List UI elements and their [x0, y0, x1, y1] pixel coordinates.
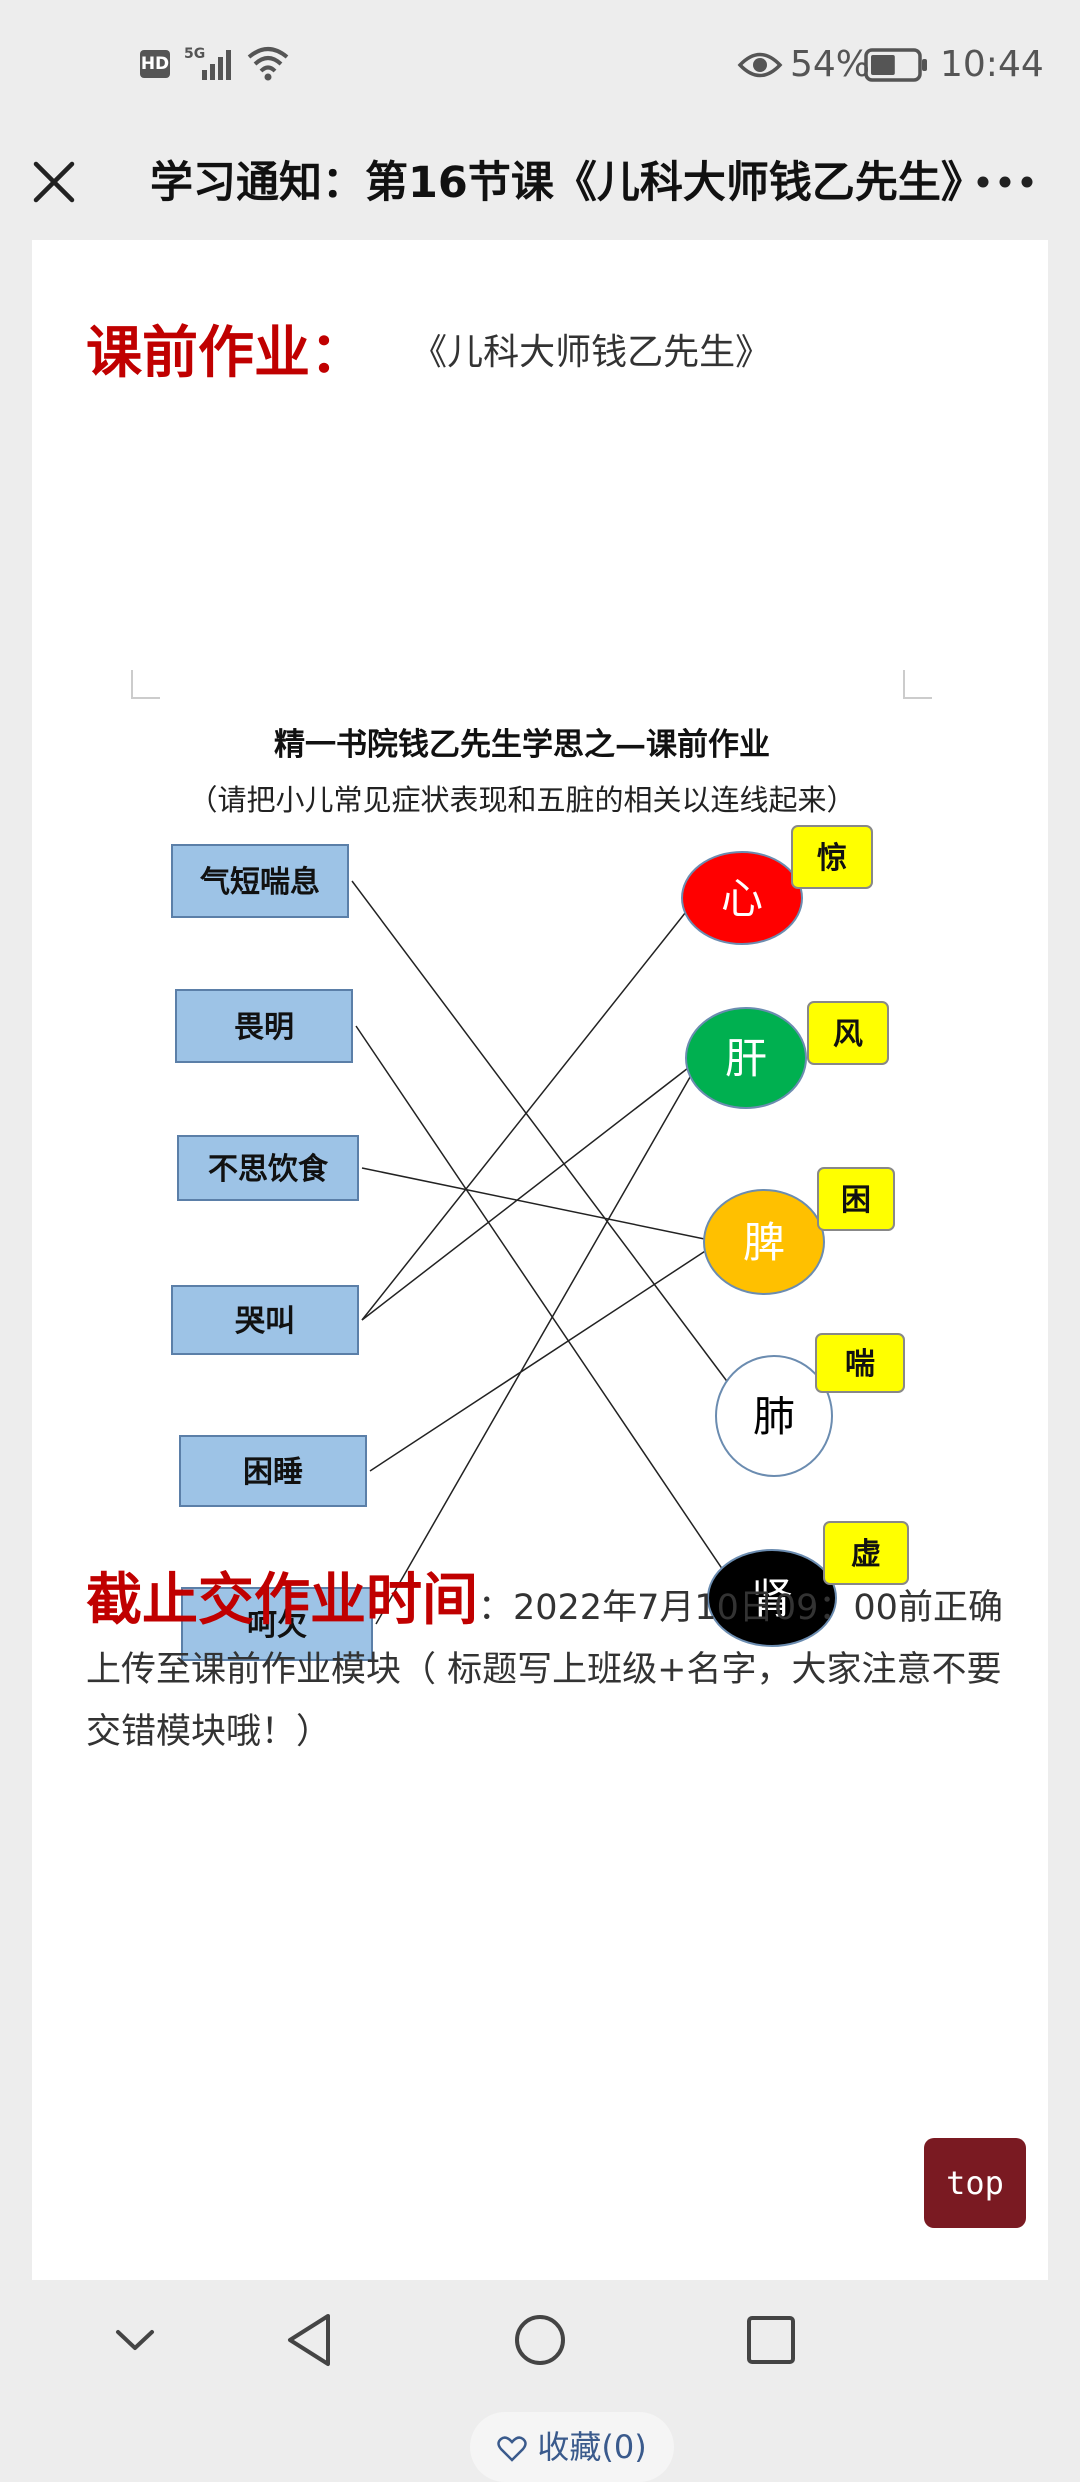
favorite-label: 收藏(0) — [537, 2428, 647, 2466]
homework-label: 课前作业： — [86, 321, 366, 386]
more-button[interactable] — [970, 152, 1040, 212]
more-icon — [977, 176, 1033, 188]
network-type: 5G — [184, 46, 205, 62]
organ-tag — [815, 1333, 905, 1393]
organ-label: 心 — [721, 874, 763, 923]
organ-tag-label: 风 — [833, 1017, 863, 1052]
organ-ellipse — [715, 1355, 833, 1477]
deadline-text: ：2022年7月10日09：00前正确上传至课前作业模块（ 标题写上班级+名字，… — [86, 1588, 1003, 1752]
organ-tag — [807, 1001, 889, 1065]
deadline-paragraph: 截止交作业时间：2022年7月10日09：00前正确上传至课前作业模块（ 标题写… — [86, 1570, 1026, 1763]
home-circle-icon[interactable] — [512, 2310, 568, 2370]
homework-heading: 课前作业： 《儿科大师钱乙先生》 — [86, 308, 771, 389]
wifi-icon — [246, 44, 290, 86]
organ-tag-label: 虚 — [851, 1537, 881, 1572]
symptom-label: 呵欠 — [247, 1608, 307, 1643]
symptom-box — [171, 1285, 359, 1355]
organ-tag-label: 喘 — [845, 1347, 875, 1382]
symptom-label: 畏明 — [234, 1010, 294, 1045]
figure-subtitle: （请把小儿常见症状表现和五脏的相关以连线起来） — [188, 783, 855, 817]
symptom-label: 气短喘息 — [200, 865, 320, 900]
eye-icon — [737, 50, 783, 84]
signal-icon: 5G — [184, 46, 238, 86]
battery-fill — [871, 55, 895, 75]
deadline-label: 截止交作业时间 — [86, 1568, 478, 1633]
organ-label: 脾 — [743, 1218, 785, 1267]
scroll-top-button[interactable]: top — [924, 2138, 1026, 2228]
symptom-box — [171, 844, 349, 918]
clock: 10:44 — [940, 44, 1044, 85]
battery-percent: 54% — [790, 44, 871, 85]
homework-figure: 精一书院钱乙先生学思之—课前作业 （请把小儿常见症状表现和五脏的相关以连线起来）… — [92, 430, 952, 1730]
symptom-box — [175, 989, 353, 1063]
heart-icon — [497, 2436, 527, 2462]
organ-tag — [791, 825, 873, 889]
symptom-box — [179, 1435, 367, 1507]
page-title: 学习通知：第16节课《儿科大师钱乙先生》 — [150, 158, 984, 208]
organ-ellipse — [685, 1007, 807, 1109]
organ-ellipse — [703, 1189, 825, 1295]
symptom-label: 不思饮食 — [208, 1152, 329, 1187]
hd-badge: HD — [140, 50, 170, 78]
organ-tag-label: 困 — [841, 1183, 871, 1218]
chevron-down-icon[interactable] — [110, 2310, 160, 2370]
symptom-label: 哭叫 — [235, 1304, 295, 1339]
system-nav-bar — [0, 2280, 1080, 2400]
connection-line — [375, 1057, 702, 1625]
organ-tag — [823, 1521, 909, 1585]
article-body: 课前作业： 《儿科大师钱乙先生》 精一书院钱乙先生学思之—课前作业 （请把小儿常… — [32, 240, 1048, 2482]
status-bar: HD 5G 54% 10:44 — [0, 0, 1080, 130]
close-button[interactable] — [24, 152, 84, 212]
symptom-box — [181, 1587, 373, 1661]
connection-line — [351, 880, 732, 1387]
organ-label: 肾 — [751, 1574, 793, 1623]
figure-title: 精一书院钱乙先生学思之—课前作业 — [274, 727, 770, 763]
connection-line — [361, 1057, 702, 1321]
organ-ellipse — [681, 851, 803, 945]
back-triangle-icon[interactable] — [282, 2310, 338, 2370]
recent-square-icon[interactable] — [744, 2310, 798, 2370]
connection-line — [361, 1167, 720, 1243]
homework-book: 《儿科大师钱乙先生》 — [411, 331, 772, 373]
close-icon — [33, 161, 75, 203]
organ-ellipse — [707, 1549, 837, 1647]
symptom-label: 困睡 — [243, 1455, 303, 1490]
organ-label: 肺 — [753, 1392, 795, 1441]
connection-line — [369, 1241, 720, 1472]
title-bar: 学习通知：第16节课《儿科大师钱乙先生》 — [0, 130, 1080, 240]
matching-diagram: 精一书院钱乙先生学思之—课前作业 （请把小儿常见症状表现和五脏的相关以连线起来）… — [131, 670, 932, 1661]
connection-line — [355, 1025, 725, 1573]
connection-line — [361, 897, 698, 1321]
organ-tag — [817, 1167, 895, 1231]
organ-label: 肝 — [725, 1034, 767, 1083]
symptom-box — [177, 1135, 359, 1201]
favorite-button[interactable]: 收藏(0) — [470, 2412, 674, 2482]
organ-tag-label: 惊 — [817, 841, 847, 876]
battery-icon — [864, 48, 930, 86]
